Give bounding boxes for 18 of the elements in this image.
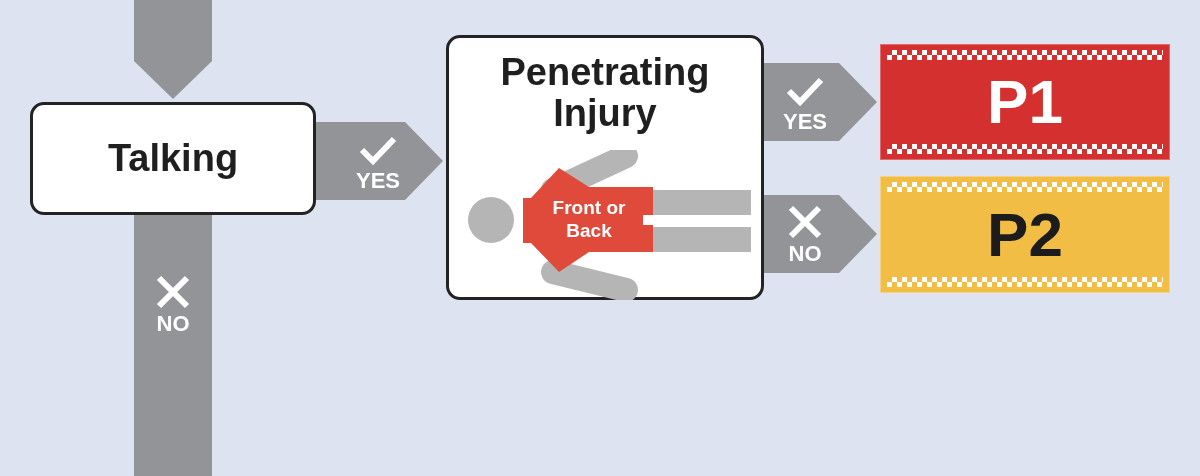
arrow — [316, 122, 443, 200]
arrow — [764, 195, 877, 273]
edge-label: NO — [156, 313, 190, 335]
edge-label: YES — [783, 111, 827, 133]
priority-label: P1 — [987, 71, 1063, 133]
decision-box — [446, 35, 764, 300]
priority-label: P2 — [987, 203, 1063, 266]
edge-label: NO — [788, 243, 822, 265]
question-text: Penetrating Injury — [499, 52, 711, 135]
torso-text: Front or Back — [551, 197, 627, 243]
torso-shape — [521, 168, 653, 272]
edge-label: YES — [356, 170, 400, 192]
priority-box — [880, 176, 1170, 293]
question-text: Talking — [107, 138, 239, 179]
arrow — [134, 0, 212, 99]
arrow — [764, 63, 877, 141]
priority-box — [880, 44, 1170, 160]
decision-box — [30, 102, 316, 215]
